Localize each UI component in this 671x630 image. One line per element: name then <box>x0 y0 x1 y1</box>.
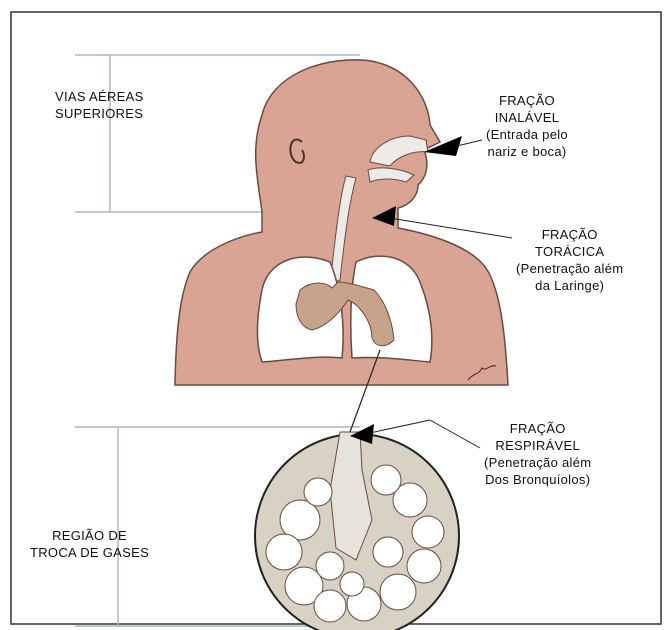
label-inhalable: FRAÇÃO INALÁVEL (Entrada pelo nariz e bo… <box>486 92 568 160</box>
label-inhalable-line3: (Entrada pelo <box>486 126 568 143</box>
label-respirable-line1: FRAÇÃO <box>484 420 591 437</box>
label-gas-exchange: REGIÃO DE TROCA DE GASES <box>30 527 149 561</box>
label-inhalable-line1: FRAÇÃO <box>486 92 568 109</box>
label-respirable-line2: RESPIRÁVEL <box>484 437 591 454</box>
label-respirable: FRAÇÃO RESPIRÁVEL (Penetração além Dos B… <box>484 420 591 488</box>
label-respirable-line4: Dos Bronquíolos) <box>484 471 591 488</box>
label-inhalable-line4: nariz e boca) <box>486 143 568 160</box>
alveoli-magnified-illustration <box>255 432 459 630</box>
label-thoracic-line1: FRAÇÃO <box>516 226 623 243</box>
label-upper-airways-line2: SUPERIORES <box>55 105 144 122</box>
human-torso-illustration <box>175 60 508 385</box>
label-thoracic-line4: da Laringe) <box>516 277 623 294</box>
label-thoracic: FRAÇÃO TORÁCICA (Penetração além da Lari… <box>516 226 623 294</box>
label-thoracic-line2: TORÁCICA <box>516 243 623 260</box>
label-inhalable-line2: INALÁVEL <box>486 109 568 126</box>
label-upper-airways-line1: VIAS AÉREAS <box>55 88 144 105</box>
label-gas-exchange-line2: TROCA DE GASES <box>30 544 149 561</box>
label-upper-airways: VIAS AÉREAS SUPERIORES <box>55 88 144 122</box>
label-respirable-line3: (Penetração além <box>484 454 591 471</box>
label-thoracic-line3: (Penetração além <box>516 260 623 277</box>
label-gas-exchange-line1: REGIÃO DE <box>30 527 149 544</box>
